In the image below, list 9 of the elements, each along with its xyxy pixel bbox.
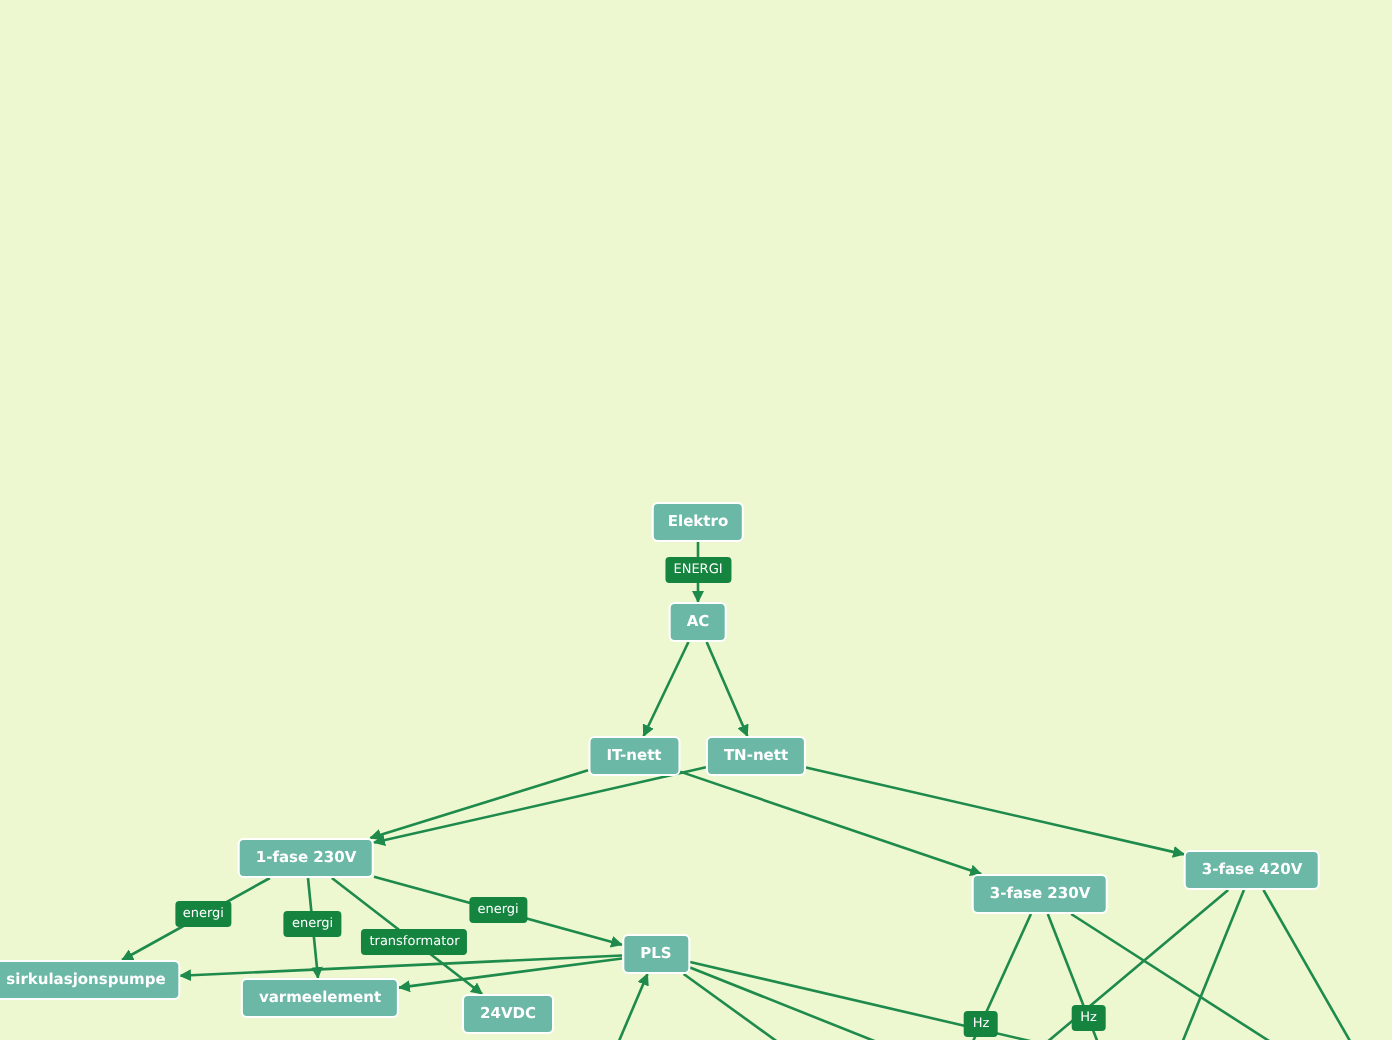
arrow: [642, 641, 690, 737]
arrow: [614, 973, 649, 1040]
arrow: [805, 766, 1185, 858]
arrow: [705, 641, 749, 737]
arrow: [179, 954, 623, 982]
arrow: [398, 957, 623, 993]
arrow: [373, 766, 707, 846]
arrow: [369, 769, 589, 841]
arrow: [679, 770, 983, 877]
